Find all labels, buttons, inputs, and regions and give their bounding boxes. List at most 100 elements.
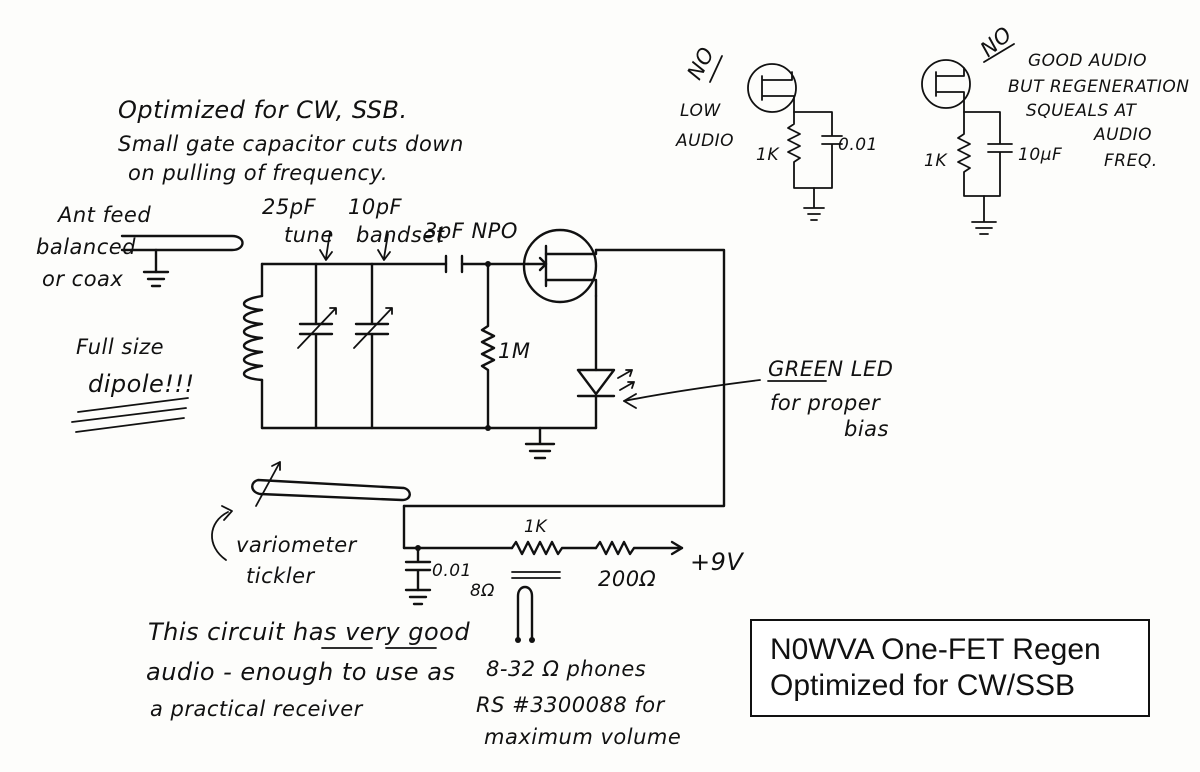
bypass-junction-dot: [415, 545, 421, 551]
alt2-resistor-label: 1K: [924, 151, 948, 171]
bandset-capacitor-arrow: [353, 307, 393, 349]
phones-tip-right: [529, 637, 535, 643]
gate-resistor-label: 1M: [498, 339, 530, 363]
audio-output: [402, 540, 684, 643]
bypass-cap-label: 0.01: [432, 561, 472, 581]
title-line1: N0WVA One-FET Regen: [770, 633, 1101, 666]
gate-capacitor: [444, 254, 464, 274]
fet-body: [522, 228, 598, 304]
variometer-pointer-head: [221, 505, 233, 521]
led-pointer-arrow: [623, 379, 761, 402]
variometer-note: variometer tickler: [211, 505, 358, 588]
alt2-note-line1: GOOD AUDIO: [1028, 51, 1147, 71]
led-triangle: [576, 368, 616, 396]
alt2-note-line2: BUT REGENERATION: [1008, 77, 1190, 97]
phones-plug: [516, 585, 534, 640]
variometer-note-line1: variometer: [236, 533, 358, 557]
alt1-cap-label: 0.01: [838, 135, 878, 155]
antenna-feed: [120, 234, 244, 288]
bottom-junction-dot: [485, 425, 491, 431]
phones-note: 8-32 Ω phones RS #3300088 for maximum vo…: [476, 657, 681, 749]
variometer-pointer: [211, 511, 229, 561]
tune-label: tune: [284, 223, 334, 247]
antenna-note: Ant feed balanced or coax: [36, 203, 151, 291]
bypass-capacitor: [404, 546, 432, 592]
led-note-line1: GREEN LED: [768, 357, 893, 381]
supply-arrow: [670, 540, 684, 556]
tank-circuit: [242, 231, 598, 460]
variometer-note-line2: tickler: [246, 564, 316, 588]
dropping-resistor: [594, 540, 684, 556]
audio-note: This circuit has very good audio - enoug…: [146, 618, 470, 721]
bandset-pointer: [377, 233, 391, 261]
alternative-two: NO GOOD AUDIO BUT REGENERATION SQUEALS A…: [921, 22, 1190, 235]
alt2-fet-body: [921, 59, 971, 109]
alt2-note-line5: FREQ.: [1104, 151, 1158, 171]
optimized-note: Optimized for CW, SSB. Small gate capaci…: [118, 96, 464, 185]
audio-note-line1: This circuit has very good: [148, 618, 470, 646]
title-line2: Optimized for CW/SSB: [770, 669, 1076, 702]
variometer-tickler: [251, 461, 411, 550]
fet-drain: [544, 248, 598, 256]
alt1-no-mark: NO: [682, 43, 719, 84]
component-labels: 25pF tune 10pF bandset 3pF NPO 1M 0.01 1…: [262, 195, 744, 601]
bypass-ground-icon: [404, 588, 432, 606]
tank-coil: [242, 294, 264, 382]
alt2-cap-label: 10μF: [1018, 145, 1062, 165]
main-ground-icon: [524, 426, 556, 460]
green-led: [576, 294, 635, 430]
phones-impedance-label: 8Ω: [470, 581, 495, 601]
alt1-fet-body: [747, 63, 797, 113]
optimized-note-line1: Optimized for CW, SSB.: [118, 96, 408, 124]
supply-label: +9V: [690, 548, 744, 576]
bandset-value-label: 10pF: [348, 195, 403, 219]
led-note-line3: bias: [844, 417, 889, 441]
alt2-no-underline: [983, 43, 1015, 63]
alt1-note-line2: AUDIO: [675, 131, 734, 151]
optimized-note-line3: on pulling of frequency.: [128, 161, 388, 185]
dipole-underline: [71, 397, 189, 433]
phones-coupling-lines: [511, 571, 561, 579]
alt1-no-underline: [709, 55, 723, 83]
led-pointer-arrowhead: [623, 393, 637, 409]
bandset-capacitor: [354, 262, 390, 430]
alt1-rc-network: [787, 111, 843, 189]
audio-note-line2: audio - enough to use as: [146, 658, 455, 686]
title-box: N0WVA One-FET Regen Optimized for CW/SSB: [750, 619, 1150, 717]
dipole-note-line2: dipole!!!: [88, 370, 195, 398]
antenna-note-line1: Ant feed: [56, 203, 151, 227]
antenna-note-line3: or coax: [42, 267, 123, 291]
led-note: GREEN LED for proper bias: [623, 357, 893, 441]
alt2-rc-network: [957, 111, 1013, 197]
gate-resistor: [480, 262, 496, 430]
alternative-one: NO LOW AUDIO 1K 0.01: [675, 43, 878, 221]
alt2-ground-icon: [971, 195, 997, 235]
antenna-note-line2: balanced: [36, 235, 136, 259]
optimized-note-line2: Small gate capacitor cuts down: [118, 132, 464, 156]
drain-return-wire: [402, 248, 726, 508]
tune-capacitor-arrow: [297, 307, 337, 349]
tickler-coil: [251, 478, 411, 502]
load-resistor: [510, 540, 598, 556]
tickler-variable-arrow: [255, 461, 281, 507]
antenna-ground-icon: [142, 270, 170, 288]
alt1-fet-leads: [761, 71, 795, 113]
phones-note-line2: RS #3300088 for: [476, 693, 666, 717]
fet-gate-arrow: [538, 256, 548, 272]
fet-transistor: [402, 228, 726, 508]
alt2-fet-leads: [935, 67, 965, 113]
phones-note-line3: maximum volume: [484, 725, 681, 749]
tune-capacitor: [298, 262, 334, 430]
phones-note-line1: 8-32 Ω phones: [486, 657, 646, 681]
antenna-feed-loop: [120, 234, 244, 252]
alt1-note-line1: LOW: [680, 101, 721, 121]
alt2-note-line3: SQUEALS AT: [1026, 101, 1138, 121]
alt1-resistor-label: 1K: [756, 145, 780, 165]
led-light-arrows: [617, 369, 635, 391]
tune-pointer: [319, 231, 333, 261]
bandset-label: bandset: [356, 223, 445, 247]
gate-junction-dot: [485, 261, 491, 267]
dipole-note: Full size dipole!!!: [71, 335, 195, 433]
dropping-resistor-label: 200Ω: [598, 567, 656, 591]
